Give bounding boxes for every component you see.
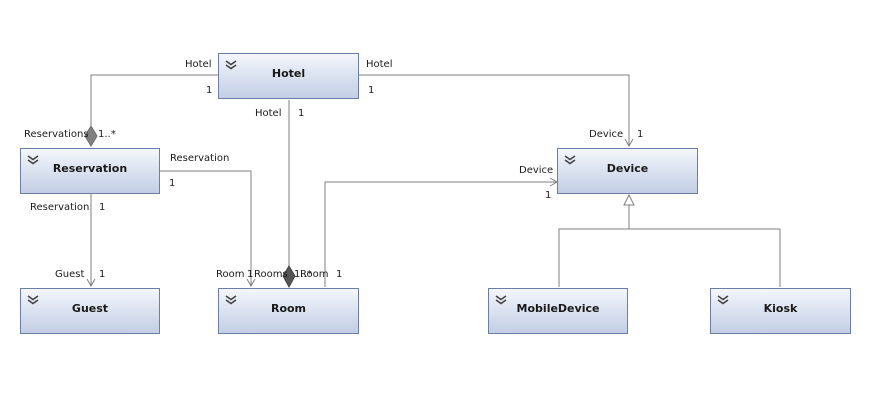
role-label: Room — [216, 269, 245, 280]
role-label: Reservation — [170, 153, 230, 164]
double-chevron-down-icon[interactable] — [27, 295, 39, 305]
class-hotel[interactable]: Hotel — [218, 53, 359, 99]
double-chevron-down-icon[interactable] — [27, 155, 39, 165]
role-label: Hotel — [185, 59, 212, 70]
class-device[interactable]: Device — [557, 148, 698, 194]
double-chevron-down-icon[interactable] — [717, 295, 729, 305]
role-label: Rooms — [254, 269, 288, 280]
generalization-triangle — [623, 193, 635, 206]
class-name-kiosk: Kiosk — [763, 302, 798, 315]
assoc-hotel-device[interactable] — [359, 74, 634, 148]
generalization-mobiledevice[interactable] — [558, 228, 629, 287]
assoc-hotel-reservation[interactable] — [90, 74, 218, 126]
multiplicity-label: 1 — [99, 202, 106, 213]
multiplicity-label: 1 — [247, 269, 254, 280]
multiplicity-label: 1 — [169, 178, 176, 189]
multiplicity-label: 1 — [368, 85, 375, 96]
role-label: Reservation — [30, 202, 90, 213]
class-kiosk[interactable]: Kiosk — [710, 288, 851, 334]
multiplicity-label: 1 — [99, 269, 106, 280]
class-guest[interactable]: Guest — [20, 288, 160, 334]
assoc-reservation-room[interactable] — [160, 170, 256, 288]
role-label: Hotel — [366, 59, 393, 70]
multiplicity-label: 1..* — [294, 269, 312, 280]
role-label: Hotel — [255, 108, 282, 119]
role-label: Reservations — [24, 129, 89, 140]
role-label: Room — [300, 269, 329, 280]
double-chevron-down-icon[interactable] — [564, 155, 576, 165]
class-name-hotel: Hotel — [271, 67, 306, 80]
class-name-mobiledevice: MobileDevice — [516, 302, 600, 315]
role-label: Device — [519, 165, 554, 176]
class-name-device: Device — [606, 162, 649, 175]
class-name-reservation: Reservation — [52, 162, 128, 175]
assoc-room-device[interactable] — [324, 177, 559, 287]
class-room[interactable]: Room — [218, 288, 359, 334]
double-chevron-down-icon[interactable] — [495, 295, 507, 305]
class-reservation[interactable]: Reservation — [20, 148, 160, 194]
class-mobiledevice[interactable]: MobileDevice — [488, 288, 628, 334]
role-label: Guest — [55, 269, 85, 280]
class-name-room: Room — [270, 302, 307, 315]
aggregation-diamond-reservation — [84, 125, 98, 147]
role-label: Device — [589, 129, 624, 140]
multiplicity-label: 1..* — [98, 129, 116, 140]
multiplicity-label: 1 — [206, 85, 213, 96]
multiplicity-label: 1 — [637, 129, 644, 140]
double-chevron-down-icon[interactable] — [225, 60, 237, 70]
multiplicity-label: 1 — [298, 108, 305, 119]
composition-diamond-room — [282, 265, 296, 289]
double-chevron-down-icon[interactable] — [225, 295, 237, 305]
class-name-guest: Guest — [71, 302, 109, 315]
generalization-kiosk[interactable] — [629, 228, 781, 287]
multiplicity-label: 1 — [336, 269, 343, 280]
multiplicity-label: 1 — [545, 190, 552, 201]
